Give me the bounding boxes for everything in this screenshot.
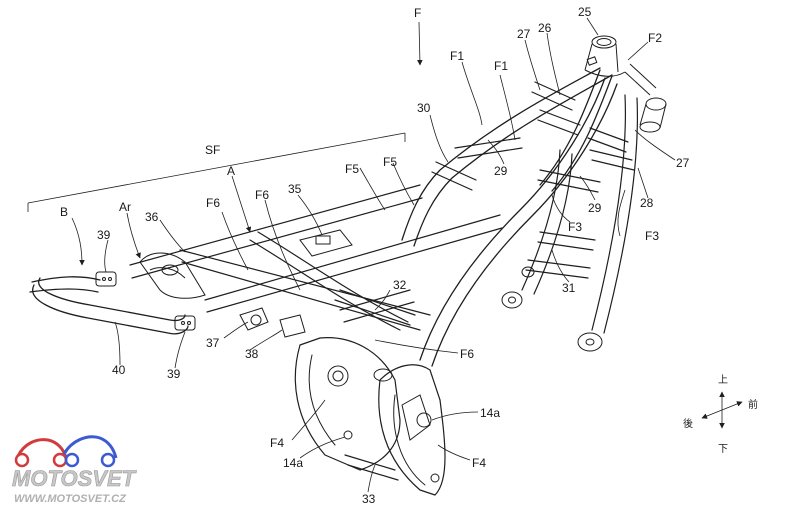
- label-14a-left: 14a: [283, 456, 303, 470]
- reference-labels: F F1 F1 F2 F3 F3 F4 F4 F5 F5 F6 F6 F6 SF…: [60, 5, 690, 506]
- label-Ar: Ar: [119, 200, 131, 214]
- label-39-upper: 39: [97, 228, 111, 242]
- label-40: 40: [112, 363, 126, 377]
- label-35: 35: [288, 182, 302, 196]
- compass-up-label: 上: [718, 374, 728, 386]
- watermark-brand: MOTOSVET: [12, 466, 137, 491]
- grab-rail: [29, 271, 196, 335]
- label-36: 36: [145, 210, 159, 224]
- label-F2: F2: [648, 31, 662, 45]
- label-38: 38: [245, 347, 259, 361]
- label-A: A: [227, 164, 235, 178]
- watermark-url: WWW.MOTOSVET.CZ: [14, 493, 127, 505]
- label-30: 30: [417, 101, 431, 115]
- compass-front-label: 前: [748, 398, 758, 411]
- label-14a-right: 14a: [480, 406, 500, 420]
- head-pipe: [584, 35, 667, 133]
- small-brackets: [239, 307, 306, 338]
- compass-rear-label: 後: [683, 417, 693, 430]
- label-F1-right: F1: [494, 59, 508, 73]
- label-F5-left: F5: [345, 162, 359, 176]
- label-B: B: [60, 205, 68, 219]
- seat-rails: [129, 184, 503, 382]
- label-27-right: 27: [676, 156, 690, 170]
- label-32: 32: [393, 278, 407, 292]
- label-25: 25: [578, 5, 592, 19]
- label-F1-left: F1: [450, 49, 464, 63]
- label-29-right: 29: [588, 201, 602, 215]
- label-F3-inner: F3: [568, 220, 582, 234]
- sf-bracket: [27, 132, 406, 212]
- pivot-plates: [294, 289, 446, 496]
- watermark-logo: [14, 435, 118, 468]
- cross-members: [431, 81, 635, 193]
- watermark: MOTOSVET WWW.MOTOSVET.CZ: [12, 435, 137, 505]
- label-SF: SF: [205, 143, 220, 157]
- label-31: 31: [562, 281, 576, 295]
- label-F6-middle: F6: [255, 188, 269, 202]
- label-F6-left: F6: [206, 196, 220, 210]
- compass-down-label: 下: [718, 444, 728, 455]
- label-F3-outer: F3: [645, 229, 659, 243]
- label-F6-lower: F6: [460, 347, 474, 361]
- label-26: 26: [538, 21, 552, 35]
- down-tubes-f3: [501, 94, 638, 352]
- main-frame-f1: [401, 67, 618, 367]
- label-28: 28: [640, 196, 654, 210]
- rear-brackets: [139, 229, 353, 299]
- direction-compass: 上 下 前 後: [683, 374, 758, 455]
- label-39-lower: 39: [167, 367, 181, 381]
- label-F4-right: F4: [472, 456, 486, 470]
- label-F4-left: F4: [270, 436, 284, 450]
- label-F: F: [414, 6, 421, 20]
- label-33: 33: [362, 492, 376, 506]
- label-29-left: 29: [494, 164, 508, 178]
- label-27-upper: 27: [517, 27, 531, 41]
- leader-lines: [71, 17, 676, 493]
- label-F5-right: F5: [383, 155, 397, 169]
- label-37: 37: [206, 336, 220, 350]
